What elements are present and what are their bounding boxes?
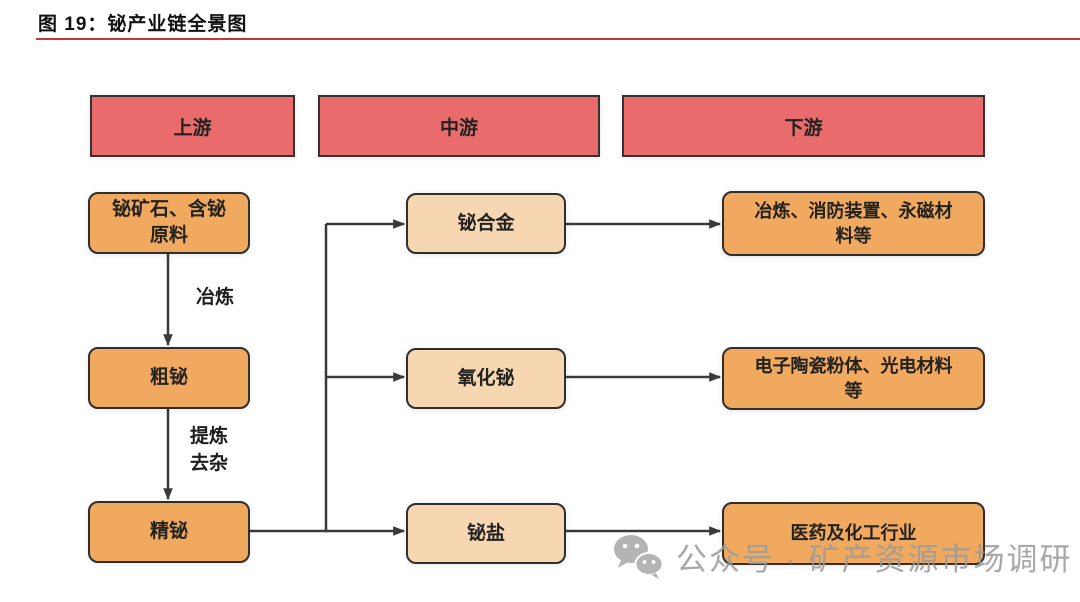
edge-label-refining: 提炼 去杂 [190,426,229,474]
edge-label-smelting: 冶炼 [196,287,235,308]
node-refined-bismuth: 精铋 [88,501,250,563]
header-midstream: 中游 [318,95,600,157]
wechat-icon [614,535,664,579]
node-bismuth-salt: 铋盐 [406,503,566,564]
watermark: 公众号 · 矿产资源市场调研 [612,533,1073,579]
node-apps-smelting-fire-magnet: 冶炼、消防装置、永磁材料等 [722,191,985,256]
header-downstream: 下游 [622,95,985,157]
figure-title: 图 19：铋产业链全景图 [38,14,248,35]
node-bismuth-ore: 铋矿石、含铋原料 [88,192,250,254]
node-apps-ceramics-optoelectronics: 电子陶瓷粉体、光电材料等 [722,347,985,410]
title-underline [36,38,1080,40]
branch-line [250,224,328,533]
watermark-text: 公众号 · 矿产资源市场调研 [676,541,1073,577]
node-apps-pharma-chemical: 医药及化工行业 [722,502,985,565]
header-upstream: 上游 [90,95,295,157]
node-bismuth-alloy: 铋合金 [406,193,566,254]
node-bismuth-oxide: 氧化铋 [406,348,566,409]
node-crude-bismuth: 粗铋 [88,347,250,409]
